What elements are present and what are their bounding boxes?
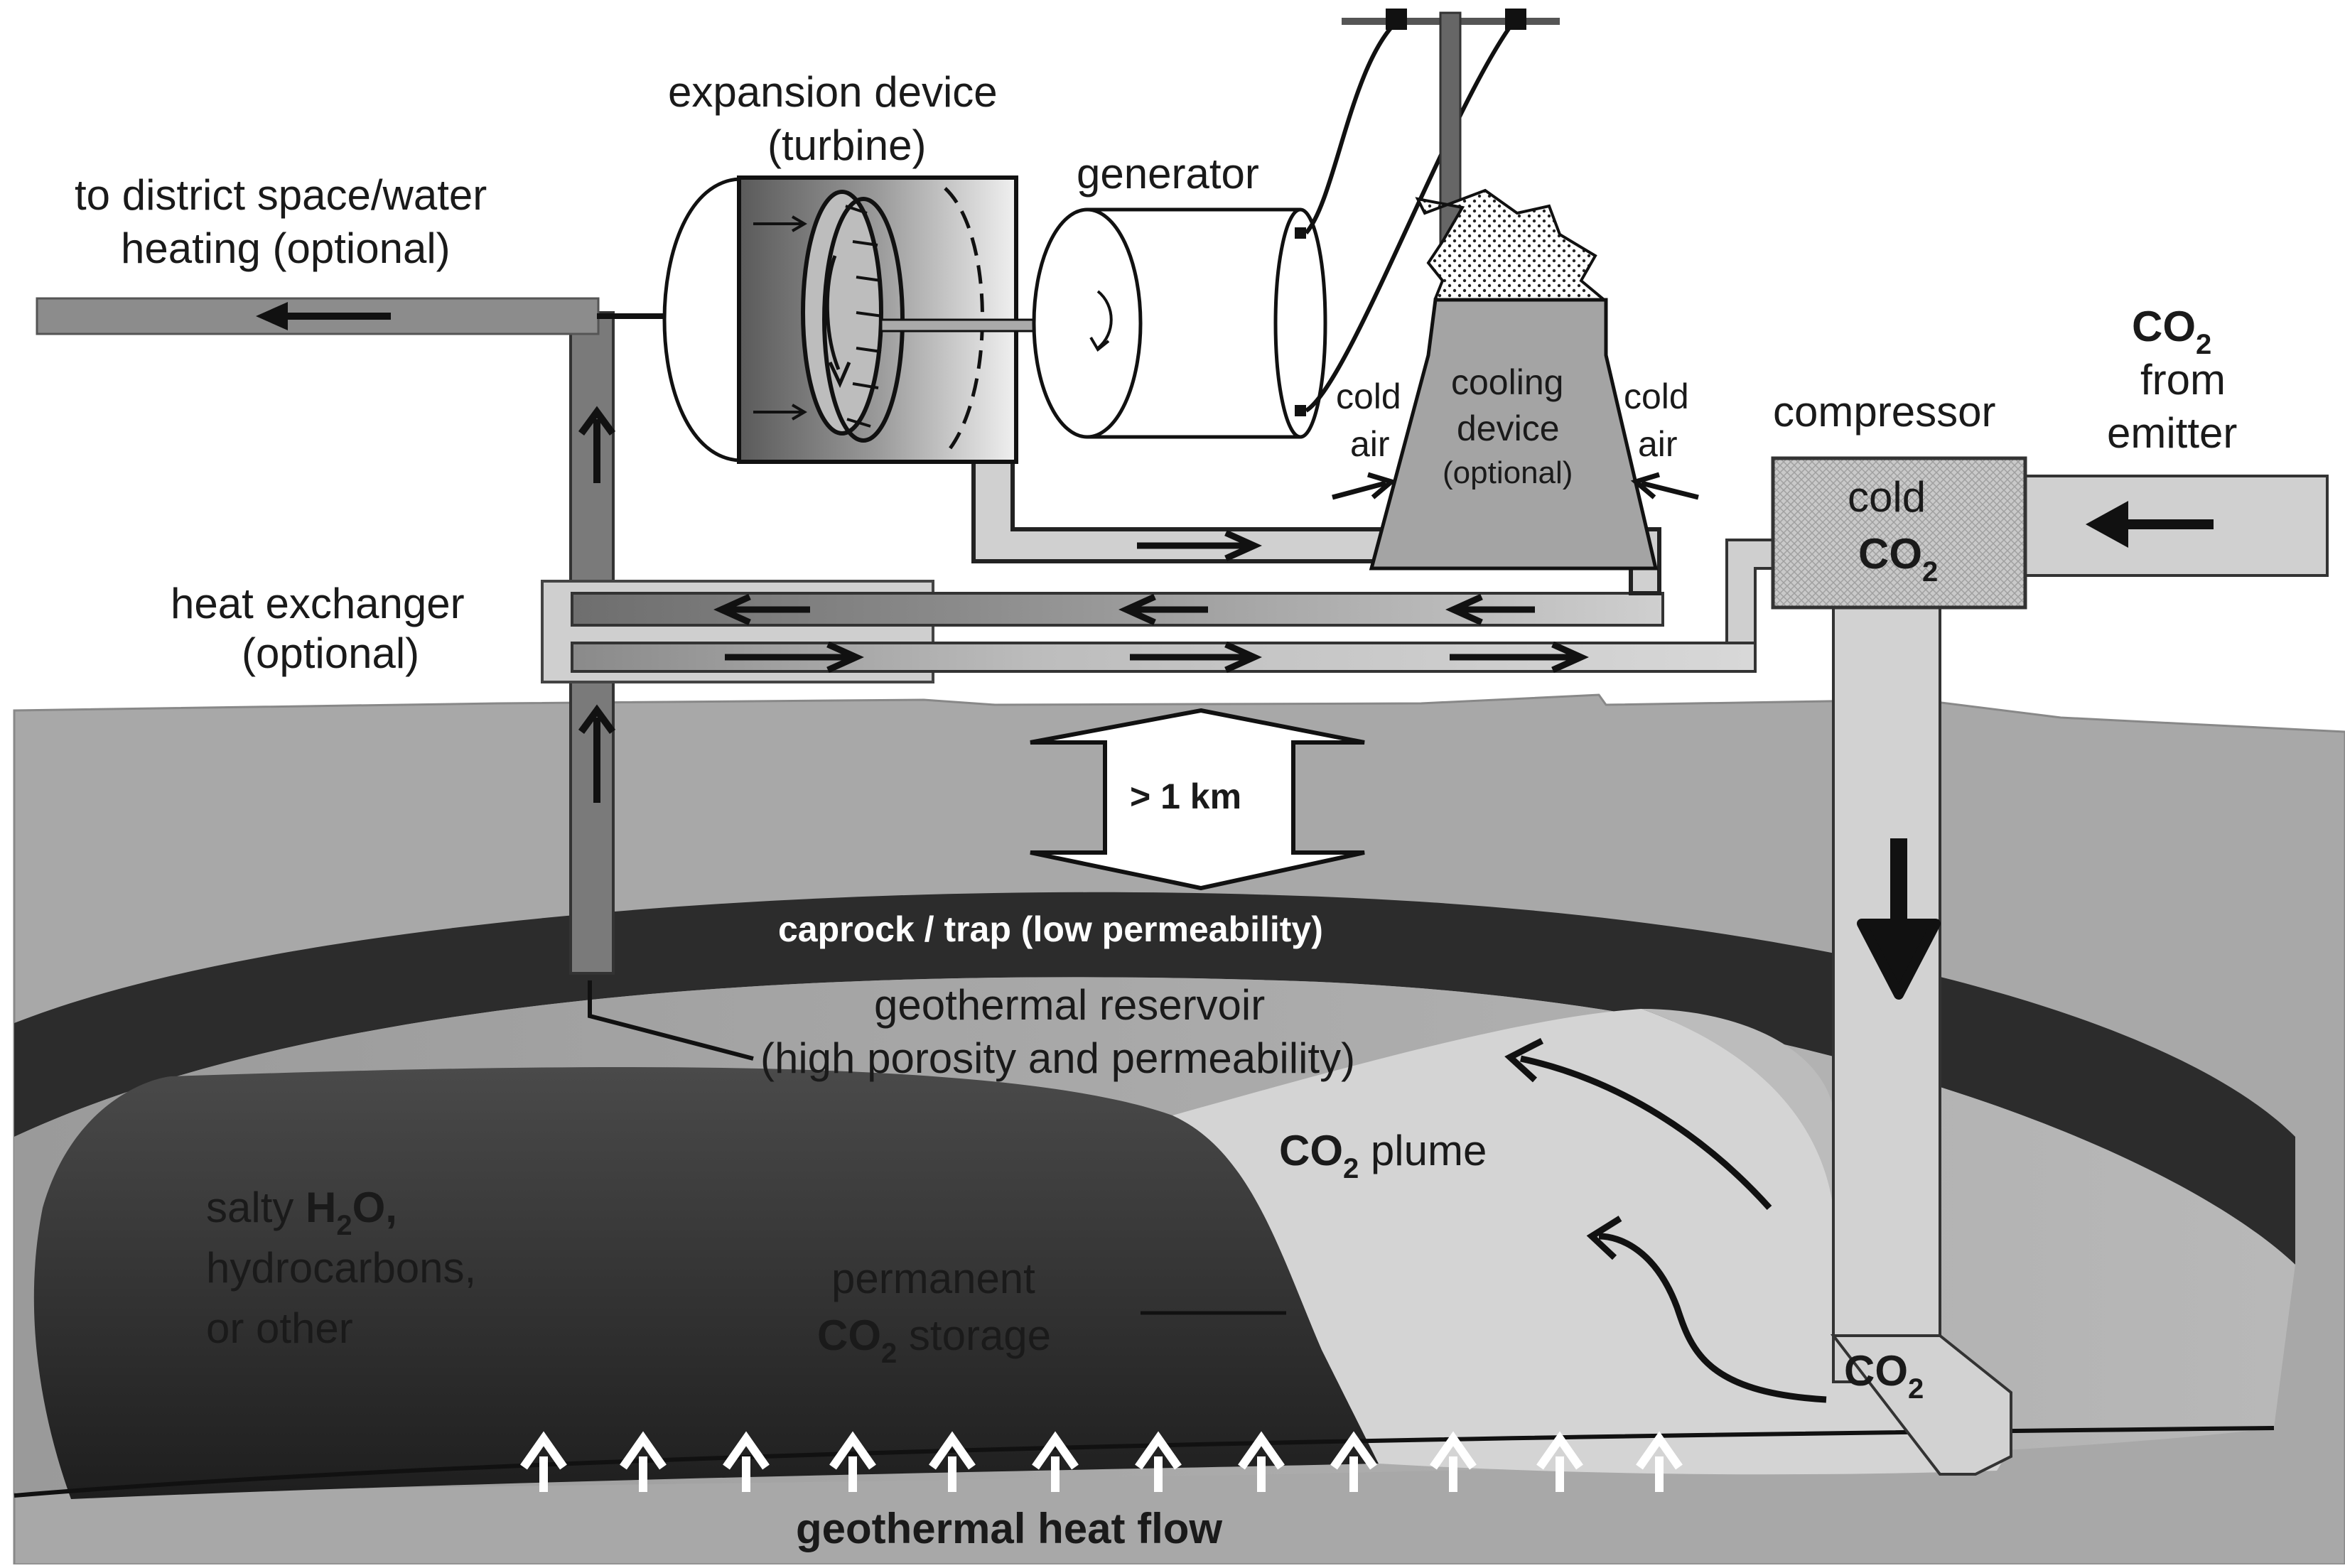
heat-flow-arrow xyxy=(723,1431,770,1492)
hydrocarbons-label: hydrocarbons, xyxy=(206,1244,476,1292)
heat-exchanger-label-1: heat exchanger xyxy=(171,580,465,627)
well-co2-label: CO2 xyxy=(1844,1347,1924,1405)
heat-flow-arrow xyxy=(520,1431,567,1492)
emitter-co2-label: CO2 xyxy=(2132,303,2211,360)
power-line xyxy=(1304,9,1560,413)
depth-label: > 1 km xyxy=(1130,777,1241,816)
pipe-flow-arrows xyxy=(713,529,1589,674)
cold-co2-label-2: CO2 xyxy=(1858,530,1938,588)
cold-air-left-label-2: air xyxy=(1350,424,1390,464)
injection-down-arrow xyxy=(1857,838,1941,1000)
production-up-arrows xyxy=(578,406,616,803)
caprock-label: caprock / trap (low permeability) xyxy=(778,909,1323,949)
other-label: or other xyxy=(206,1304,353,1352)
cooling-device xyxy=(1369,188,1659,571)
steam-cloud xyxy=(1415,188,1605,314)
cooling-device-label-2: device xyxy=(1457,409,1560,448)
heat-flow-arrow xyxy=(1135,1431,1182,1492)
turbine-label: (turbine) xyxy=(767,121,926,169)
heat-flow-arrow xyxy=(1536,1431,1583,1492)
cooling-device-label-3: (optional) xyxy=(1443,455,1573,490)
heat-flow-arrow xyxy=(1032,1431,1079,1492)
cold-air-arrows xyxy=(1332,472,1699,500)
heat-flow-arrow xyxy=(1238,1431,1285,1492)
co2-plume-rim xyxy=(1642,1009,1833,1208)
compressor xyxy=(1771,456,2027,610)
cold-return-pipe xyxy=(571,592,1664,627)
reservoir-label-2: (high porosity and permeability) xyxy=(760,1034,1355,1082)
caprock-layer xyxy=(14,892,2295,1265)
compressor-feed-pipe xyxy=(1725,539,1778,644)
production-well-intake xyxy=(588,980,754,1061)
cold-air-right-label-2: air xyxy=(1638,424,1678,464)
emitter-arrow xyxy=(2086,501,2214,548)
emitter-label-2: emitter xyxy=(2107,409,2237,457)
heat-exchanger-label-2: (optional) xyxy=(242,629,419,677)
generator xyxy=(1032,207,1327,439)
permanent-storage-label-1: permanent xyxy=(831,1255,1035,1302)
cold-air-right-label-1: cold xyxy=(1624,377,1689,416)
labels: to district space/water heating (optiona… xyxy=(75,68,2237,1552)
compressor-label: compressor xyxy=(1773,388,1995,436)
reservoir-label-1: geothermal reservoir xyxy=(874,981,1265,1029)
heat-flow-arrow xyxy=(1636,1431,1683,1492)
cold-co2-label-1: cold xyxy=(1848,473,1926,521)
cold-air-left-label-1: cold xyxy=(1336,377,1401,416)
geothermal-heat-flow-label: geothermal heat flow xyxy=(796,1505,1222,1552)
district-heating-label-2: heating (optional) xyxy=(121,225,451,272)
heat-flow-arrow xyxy=(1330,1431,1377,1492)
co2-plume-label: CO2 plume xyxy=(1279,1127,1487,1184)
emitter-label-1: from xyxy=(2140,356,2226,404)
heat-flow-arrow xyxy=(829,1431,876,1492)
heat-flow-arrow xyxy=(1430,1431,1477,1492)
permanent-storage-label-2: CO2 storage xyxy=(817,1312,1051,1369)
injection-well-outlet xyxy=(1830,1334,2012,1476)
expansion-turbine xyxy=(662,175,1074,464)
co2-plume-region xyxy=(1172,1009,2012,1475)
salty-water-label: salty H2O, xyxy=(206,1184,397,1241)
heat-flow-arrows xyxy=(520,1431,1683,1492)
heat-flow-arrow xyxy=(620,1431,667,1492)
heat-flow-arrow xyxy=(929,1431,976,1492)
expansion-device-label: expansion device xyxy=(668,68,998,116)
plume-flow-arrows xyxy=(1504,1037,1827,1403)
district-heating-arrow xyxy=(256,302,391,330)
cooling-device-label-1: cooling xyxy=(1451,362,1563,402)
district-heating-label-1: to district space/water xyxy=(75,171,487,219)
generator-label: generator xyxy=(1077,150,1259,198)
injection-well xyxy=(1832,599,1941,1383)
depth-double-arrow xyxy=(1030,708,1365,891)
salty-water-region xyxy=(33,1066,1379,1499)
